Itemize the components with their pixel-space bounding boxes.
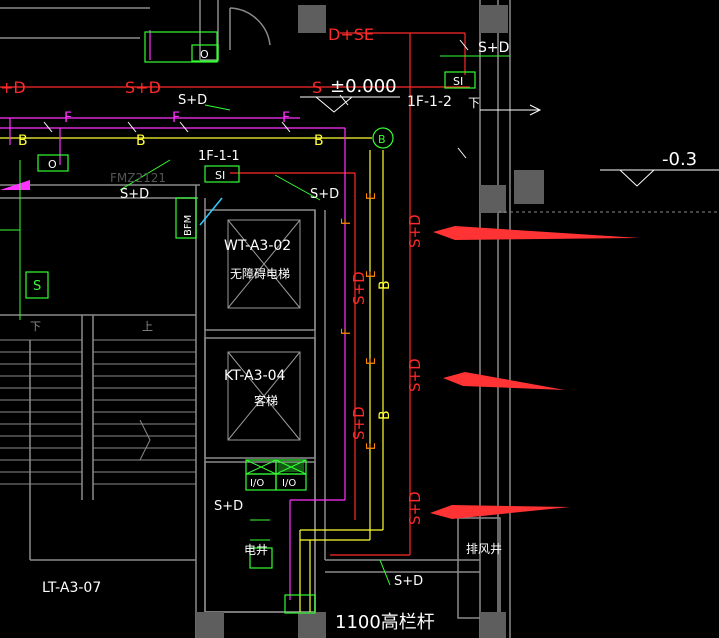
elevator-2-code: KT-A3-04 [224, 368, 286, 384]
si-label-1f-1-2: SI [453, 75, 463, 88]
elevation-zero: ±0.000 [330, 76, 397, 97]
label-sd-row2: S+D [178, 93, 207, 108]
stair-treads [0, 339, 196, 485]
label-sd-shaft: S+D [214, 499, 243, 514]
label-fmz2121: FMZ2121 [110, 171, 166, 185]
elevation-neg: -0.3 [662, 149, 697, 170]
vertical-sd-2: S+D [406, 358, 424, 392]
o-label-top: O [200, 48, 209, 61]
label-sd-mid: S+D [125, 78, 161, 97]
s-box-label: S [33, 279, 41, 294]
label-1f-1-1: 1F-1-1 [198, 149, 240, 164]
o-label-left: O [48, 158, 57, 171]
walls [0, 0, 511, 638]
vertical-e-1: E [364, 192, 378, 200]
stair-code: LT-A3-07 [42, 580, 101, 596]
vertical-f-1: F [339, 218, 353, 225]
annotation-arrows [430, 226, 640, 519]
f-cable-lines [0, 30, 346, 600]
device-boxes [25, 31, 476, 614]
elevator-2-name: 客梯 [254, 393, 278, 408]
text-labels: D+SE S+D +D S+D S ±0.000 1F-1-2 下 -0.3 S… [0, 25, 697, 633]
io-label-2: I/O [282, 478, 296, 489]
label-b-3: B [314, 133, 324, 149]
label-b-1: B [18, 133, 28, 149]
io-label-1: I/O [250, 478, 264, 489]
label-d-se: D+SE [328, 25, 374, 44]
label-down-arrow: 下 [468, 96, 480, 110]
label-exhaust-shaft: 排风井 [466, 542, 502, 556]
vertical-b-1: B [377, 280, 393, 290]
vertical-e-4: E [364, 442, 378, 450]
label-f-2: F [172, 110, 180, 126]
label-electric-shaft: 电井 [244, 543, 268, 557]
elevator-1-code: WT-A3-02 [224, 238, 291, 254]
label-f-3: F [282, 110, 290, 126]
label-1f-1-2: 1F-1-2 [407, 94, 452, 110]
magenta-wedge [0, 180, 30, 190]
annotation-arrow-1 [433, 226, 640, 240]
vertical-e-2: E [364, 270, 378, 278]
elevation-markers [300, 96, 719, 187]
vertical-sd-inner-2: S+D [350, 406, 368, 440]
label-sd-bottom: S+D [394, 574, 423, 589]
label-b-2: B [136, 133, 146, 149]
green-lines [0, 55, 510, 586]
sd-cable-lines [0, 32, 470, 556]
io-box-crosses [245, 459, 307, 475]
si-label-1f-1-1: SI [215, 169, 225, 182]
label-f-1: F [64, 110, 72, 126]
label-railing: 1100高栏杆 [335, 612, 435, 633]
tick-marks [43, 39, 469, 159]
label-stair-down: 下 [30, 320, 41, 333]
annotation-arrow-3 [430, 505, 570, 519]
vertical-sd-3: S+D [406, 491, 424, 525]
io-box-hatch [278, 462, 304, 472]
annotation-arrow-2 [443, 372, 565, 390]
vertical-sd-1: S+D [406, 214, 424, 248]
label-plus-d: +D [0, 78, 26, 97]
label-sd-s: S [312, 78, 322, 97]
b-cable-lines [0, 137, 384, 612]
label-stair-up: 上 [142, 320, 153, 333]
cyan-arrow [199, 197, 223, 226]
label-bfm: BFM [183, 215, 194, 236]
label-sd-top-right: S+D [478, 40, 509, 56]
elevator-1-name: 无障碍电梯 [230, 266, 290, 281]
vertical-sd-inner-1: S+D [350, 271, 368, 305]
vertical-e-3: E [364, 357, 378, 365]
b-circle-symbol [372, 127, 394, 149]
label-sd-left2: S+D [120, 187, 149, 202]
elevator-cabs [227, 219, 301, 441]
columns [196, 5, 544, 638]
vertical-b-2: B [377, 410, 393, 420]
circle-b-label: B [378, 133, 386, 146]
vertical-f-2: F [339, 328, 353, 335]
label-sd-center2: S+D [310, 187, 339, 202]
